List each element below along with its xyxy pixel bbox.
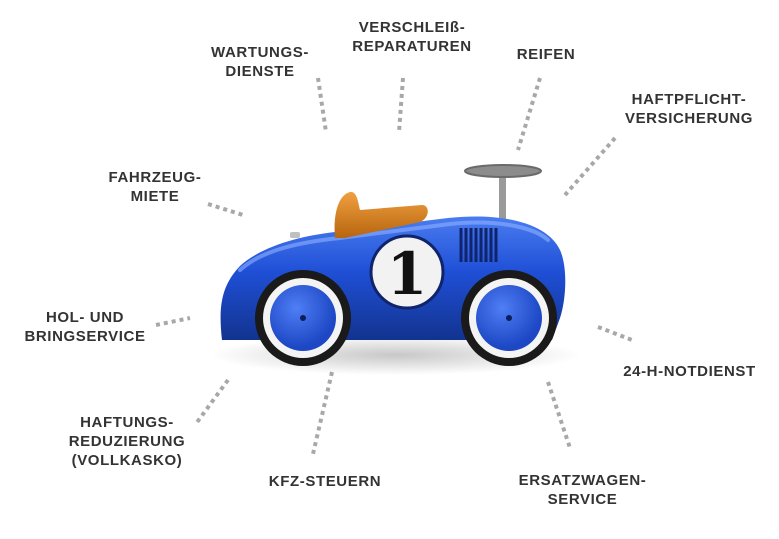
connector-holbring — [155, 316, 191, 327]
connector-reifen — [516, 77, 542, 151]
connector-ersatzwagen — [546, 381, 572, 449]
steering-column — [499, 172, 506, 220]
car-number: 1 — [387, 240, 427, 308]
label-reifen: REIFEN — [516, 46, 576, 63]
label-haftpflicht-versicherung: HAFTPFLICHT- VERSICHERUNG — [624, 91, 754, 127]
label-ersatzwagen-service: ERSATZWAGEN- SERVICE — [518, 472, 647, 508]
steering-wheel — [464, 164, 542, 178]
connector-haftpflicht — [563, 136, 617, 197]
car-knob — [290, 232, 300, 238]
front-wheel — [461, 270, 557, 366]
car-seat — [334, 191, 428, 238]
label-hol-und-bringservice: HOL- UND BRINGSERVICE — [24, 309, 146, 345]
car-body-highlight — [238, 220, 550, 272]
connector-lines — [155, 77, 633, 455]
connector-notdienst — [597, 325, 633, 342]
connector-wartung — [316, 77, 328, 133]
car-grille — [459, 228, 498, 262]
label-verschleiss-reparaturen: VERSCHLEIß- REPARATUREN — [352, 19, 472, 55]
label-kfz-steuern: KFZ-STEUERN — [268, 473, 382, 490]
label-fahrzeugmiete: FAHRZEUG- MIETE — [108, 169, 202, 205]
label-haftungsreduzierung: HAFTUNGS- REDUZIERUNG (VOLLKASKO) — [68, 414, 186, 469]
connector-kfzsteuer — [311, 371, 334, 455]
connector-verschleiss — [397, 77, 405, 133]
toy-car-illustration: 1 — [210, 164, 580, 375]
label-wartungsdienste: WARTUNGS- DIENSTE — [211, 44, 309, 80]
connector-fahrzeugmiete — [207, 202, 244, 217]
car-number-badge — [369, 234, 445, 310]
connector-haftungsreduzierung — [193, 378, 230, 427]
label-24h-notdienst: 24-H-NOTDIENST — [623, 363, 756, 380]
rear-wheel — [255, 270, 351, 366]
